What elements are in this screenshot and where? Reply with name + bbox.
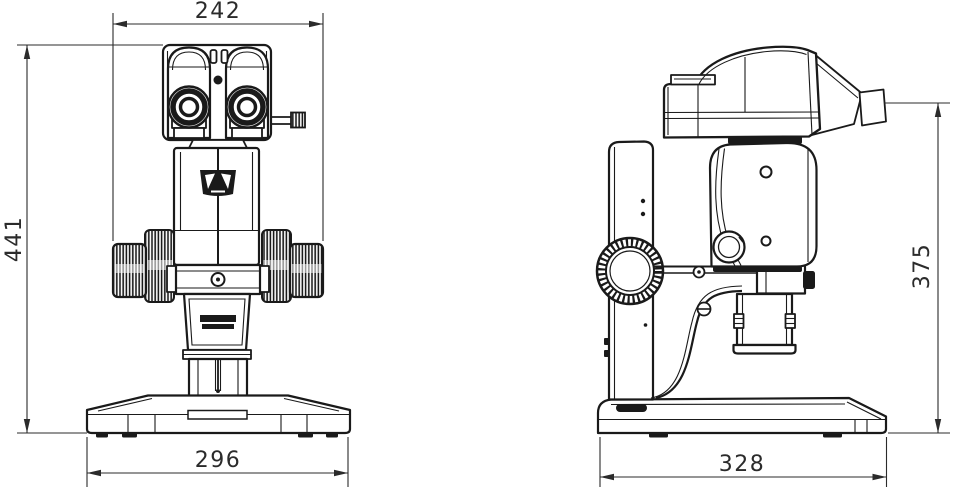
objective-lens-rim [732,343,797,355]
focus-knob-side [595,236,665,306]
binocular-head [161,43,306,149]
base-recess [187,409,248,420]
carrier-bracket [182,292,252,352]
base-front [85,394,352,438]
foot [823,433,842,438]
focus-mount [166,263,270,296]
stand-column-front [187,357,249,399]
center-tab-right [220,49,229,64]
center-tab-left [209,49,218,64]
body-bottom-ring [713,266,802,272]
front-view [85,43,352,438]
zoom-body-side [708,141,818,268]
focus-knob-left [111,229,175,303]
dim-label-242: 242 [195,0,242,24]
brand-logo [200,170,236,196]
foot [96,433,108,438]
label-bar-2 [202,324,234,329]
foot [122,433,137,438]
foot [649,433,668,438]
dimension-side-base-depth: 328 [599,437,888,487]
tension-knob [803,271,815,289]
dim-label-296: 296 [195,448,242,473]
dim-label-375: 375 [910,243,935,290]
base-side [596,396,888,438]
side-view [595,45,888,438]
label-bar-1 [200,315,236,322]
head-mount-ring [728,136,802,144]
body-screw-upper [759,165,773,179]
body-screw-lower [760,235,772,247]
dimension-front-height: 441 [2,44,163,434]
head-top-step [670,74,716,86]
foot [326,433,338,438]
dimension-side-height: 375 [884,102,950,434]
head-neck [188,139,248,149]
focus-knob-right [261,229,325,303]
head-screw [213,75,223,85]
dim-label-441: 441 [2,216,27,263]
binocular-head-side [662,45,887,272]
foot [298,433,313,438]
dimension-front-width: 242 [112,0,324,241]
dim-label-328: 328 [719,452,766,477]
objective-housing [732,292,797,355]
eyepiece-lens-right [225,85,269,129]
eyepiece-cap-side [858,88,887,127]
photo-port [271,111,306,129]
dimension-front-base-width: 296 [86,437,349,487]
base-recess-side [616,404,647,412]
eyepiece-lens-left [167,85,211,129]
zoom-body-front [172,146,261,267]
